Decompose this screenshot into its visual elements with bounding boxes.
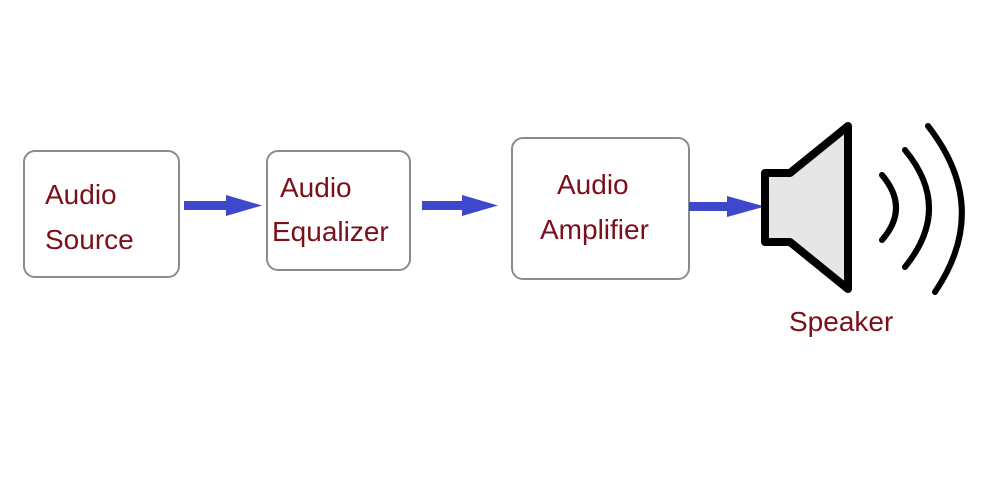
audio-source-label-line2: Source [45, 224, 134, 255]
audio-amplifier-block [511, 137, 690, 280]
speaker-icon [761, 122, 965, 295]
audio-amplifier-label-line1: Audio [557, 169, 629, 200]
right-arrow-icon [184, 195, 262, 216]
audio-source-block [23, 150, 180, 278]
audio-equalizer-block [266, 150, 411, 271]
audio-equalizer-label-line2: Equalizer [272, 216, 389, 247]
right-arrow-icon [422, 195, 498, 216]
audio-equalizer-label-line1: Audio [280, 172, 352, 203]
speaker-label: Speaker [789, 306, 894, 337]
right-arrow-icon [689, 196, 765, 217]
audio-source-label-line1: Audio [45, 179, 117, 210]
audio-amplifier-label-line2: Amplifier [540, 214, 649, 245]
